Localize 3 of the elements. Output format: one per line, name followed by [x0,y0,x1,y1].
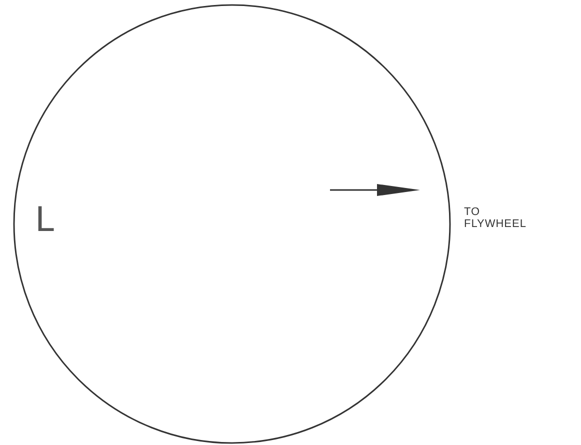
circle-outline [13,4,451,444]
part-letter: L [35,200,54,240]
callout-text: TO FLYWHEEL [464,206,524,230]
